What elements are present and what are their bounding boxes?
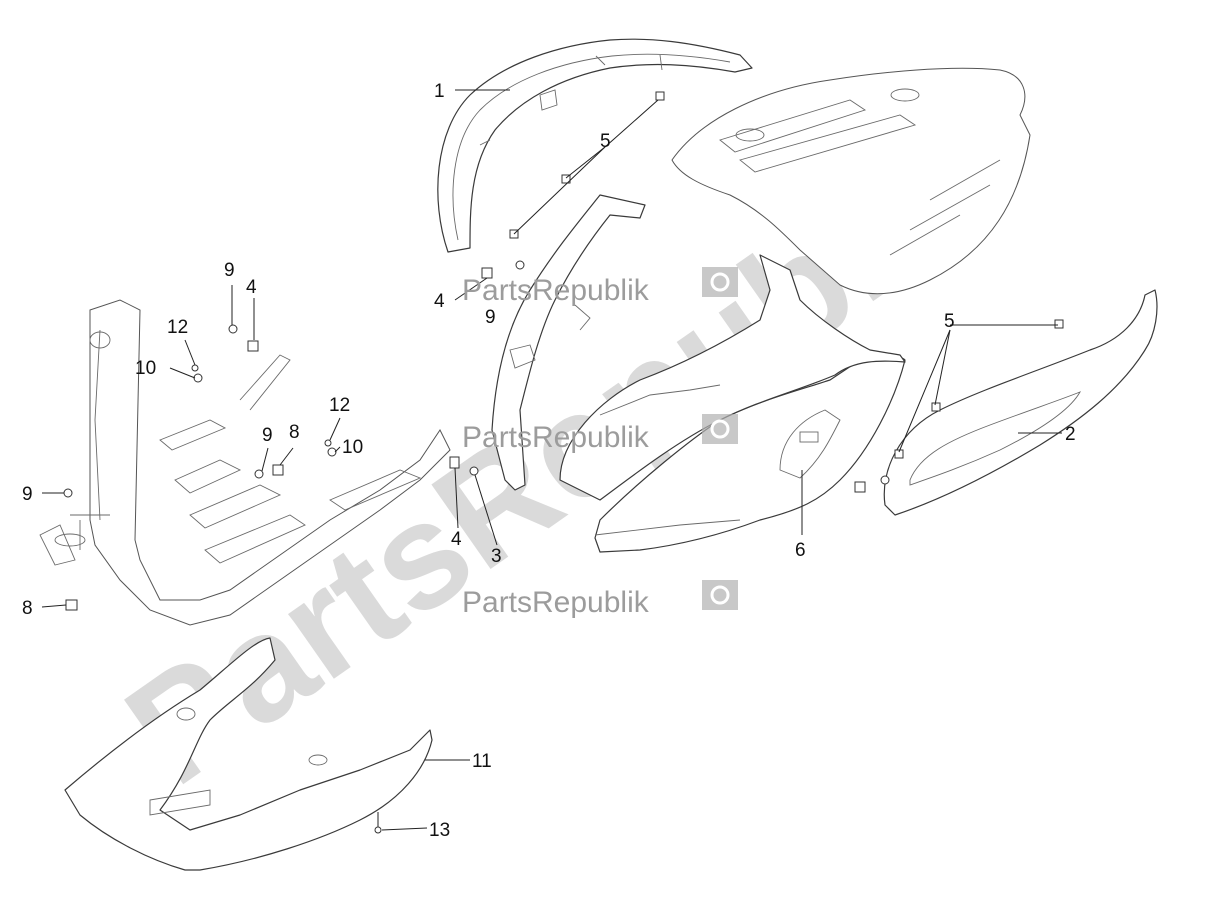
watermark-text-1: PartsRepublik xyxy=(462,274,650,307)
screw-9c xyxy=(254,469,264,479)
screw-3 xyxy=(469,466,479,476)
clip-5f xyxy=(894,449,904,459)
rear-tray-outline xyxy=(671,67,1031,295)
screw-13 xyxy=(374,826,382,834)
callout-8-mid: 8 xyxy=(289,422,300,443)
part-2-side-panel xyxy=(883,289,1158,516)
screw-10b xyxy=(327,447,337,457)
part-4-bracket xyxy=(491,194,646,491)
callout-11: 11 xyxy=(472,751,492,772)
callout-8-far-left: 8 xyxy=(22,598,33,619)
clip-5e xyxy=(931,402,941,412)
clip-4b xyxy=(247,340,259,352)
screw-9a xyxy=(515,260,525,270)
callout-9-far-left: 9 xyxy=(22,484,33,505)
screw-9b xyxy=(228,324,238,334)
clip-8b xyxy=(65,599,78,611)
main-frame xyxy=(39,299,451,626)
callout-5-top: 5 xyxy=(600,131,611,152)
clip-5b xyxy=(561,174,571,184)
leader-lines xyxy=(41,89,1062,831)
clip-5d xyxy=(1054,319,1064,329)
watermark-small: PartsRepublik PartsRepublik PartsRepubli… xyxy=(462,267,738,619)
hardware xyxy=(63,91,1064,834)
clip-5a xyxy=(655,91,665,101)
callout-9-left-top: 9 xyxy=(224,260,235,281)
callout-10-center: 10 xyxy=(342,437,363,458)
screw-12a xyxy=(191,364,199,372)
callout-3: 3 xyxy=(491,546,502,567)
gear-icon xyxy=(702,267,738,610)
callout-labels: 1 5 4 9 9 4 12 10 12 9 8 10 9 8 4 3 6 5 … xyxy=(22,81,1076,841)
callout-4-center: 4 xyxy=(434,291,445,312)
callout-4-left: 4 xyxy=(246,277,257,298)
part-11-floor-cover xyxy=(64,637,433,871)
callout-12-left: 12 xyxy=(167,317,188,338)
part-1-rear-shield xyxy=(437,38,753,253)
callout-12-center: 12 xyxy=(329,395,350,416)
callout-1: 1 xyxy=(434,81,445,102)
clip-4c xyxy=(449,456,460,469)
screw-2 xyxy=(880,475,890,485)
callout-13: 13 xyxy=(429,820,450,841)
callout-4-bottom: 4 xyxy=(451,529,462,550)
screw-12b xyxy=(324,439,332,447)
callout-6: 6 xyxy=(795,540,806,561)
callout-5-right: 5 xyxy=(944,311,955,332)
callout-9-center: 9 xyxy=(485,307,496,328)
screw-10a xyxy=(193,373,203,383)
callout-9-mid: 9 xyxy=(262,425,273,446)
watermark-text-2: PartsRepublik xyxy=(462,421,650,454)
clip-2 xyxy=(854,481,866,493)
screw-9d xyxy=(63,488,73,498)
clip-8a xyxy=(272,464,284,476)
watermark-text-3: PartsRepublik xyxy=(462,586,650,619)
callout-2: 2 xyxy=(1065,424,1076,445)
callout-10-left: 10 xyxy=(135,358,156,379)
